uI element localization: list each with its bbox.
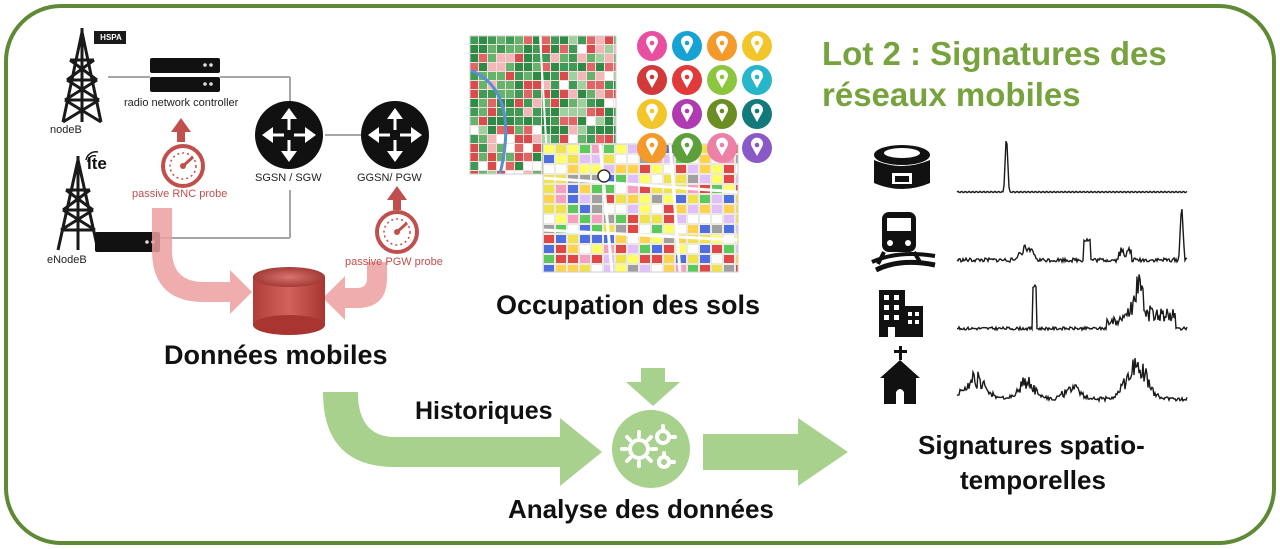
hspa-badge-label: HSPA — [100, 33, 122, 42]
gears-icon — [612, 410, 690, 488]
nodeb-label: nodeB — [50, 124, 82, 136]
database-icon — [253, 267, 325, 335]
lte-badge-label: lte — [87, 154, 107, 173]
rnc-label: radio network controller — [124, 97, 239, 109]
ggsn-label: GGSN/ PGW — [357, 172, 422, 184]
pin-icon — [742, 31, 772, 61]
pgw-probe-label: passive PGW probe — [345, 256, 443, 268]
cell-tower-icon — [61, 28, 103, 124]
router-icon — [255, 101, 323, 169]
hspa-badge — [94, 31, 126, 44]
train-icon — [871, 212, 936, 273]
pin-icon — [742, 133, 772, 163]
historiques-arrow — [323, 392, 602, 486]
router-icon — [361, 101, 429, 169]
stadium-icon — [874, 145, 930, 189]
flow-arrow — [152, 208, 252, 314]
pin-icon — [637, 31, 667, 61]
signature-plots — [956, 140, 1188, 404]
pin-icon — [707, 133, 737, 163]
cell-tower-icon — [56, 156, 100, 251]
page-title-line1: Lot 2 : Signatures des — [822, 35, 1167, 72]
up-arrow-icon — [387, 186, 407, 210]
pin-icon — [637, 65, 667, 95]
down-arrow-icon — [626, 368, 680, 406]
historiques-label: Historiques — [415, 397, 553, 425]
server-icon — [150, 58, 220, 92]
signature-line-train — [956, 208, 1188, 265]
pin-icon — [707, 65, 737, 95]
up-arrow-icon — [171, 118, 191, 142]
right-arrow-icon — [703, 418, 848, 486]
signatures-label-line2: temporelles — [960, 465, 1106, 495]
sgsn-label: SGSN / SGW — [255, 172, 322, 184]
flow-arrow — [323, 262, 387, 320]
church-icon — [880, 346, 920, 404]
donnees-label: Données mobiles — [164, 340, 388, 370]
analyse-label: Analyse des données — [508, 494, 774, 524]
server-icon — [95, 232, 160, 252]
signature-line-stadium — [956, 140, 1188, 194]
pin-icon — [637, 99, 667, 129]
pin-icon — [707, 99, 737, 129]
rnc-probe-label: passive RNC probe — [132, 188, 228, 200]
gauge-icon — [161, 144, 205, 188]
signatures-label-line1: Signatures spatio- — [918, 430, 1145, 460]
pin-icon — [707, 31, 737, 61]
pin-icon — [637, 133, 667, 163]
office-building-icon — [879, 290, 923, 337]
page-title-line2: réseaux mobiles — [822, 76, 1081, 113]
enodeb-label: eNodeB — [47, 254, 87, 266]
frame — [4, 4, 1276, 545]
network-diagram — [56, 28, 429, 335]
occupation-label: Occupation des sols — [496, 290, 761, 320]
pin-icon — [672, 31, 702, 61]
pin-icon — [672, 133, 702, 163]
wifi-icon — [85, 151, 99, 163]
pin-grid — [637, 31, 772, 163]
land-use-map-b — [543, 144, 738, 272]
pin-icon — [672, 65, 702, 95]
gauge-icon — [375, 210, 419, 254]
pin-icon — [742, 65, 772, 95]
pin-icon — [672, 99, 702, 129]
signature-line-church — [956, 358, 1188, 404]
signature-line-office — [957, 274, 1188, 332]
pin-icon — [742, 99, 772, 129]
